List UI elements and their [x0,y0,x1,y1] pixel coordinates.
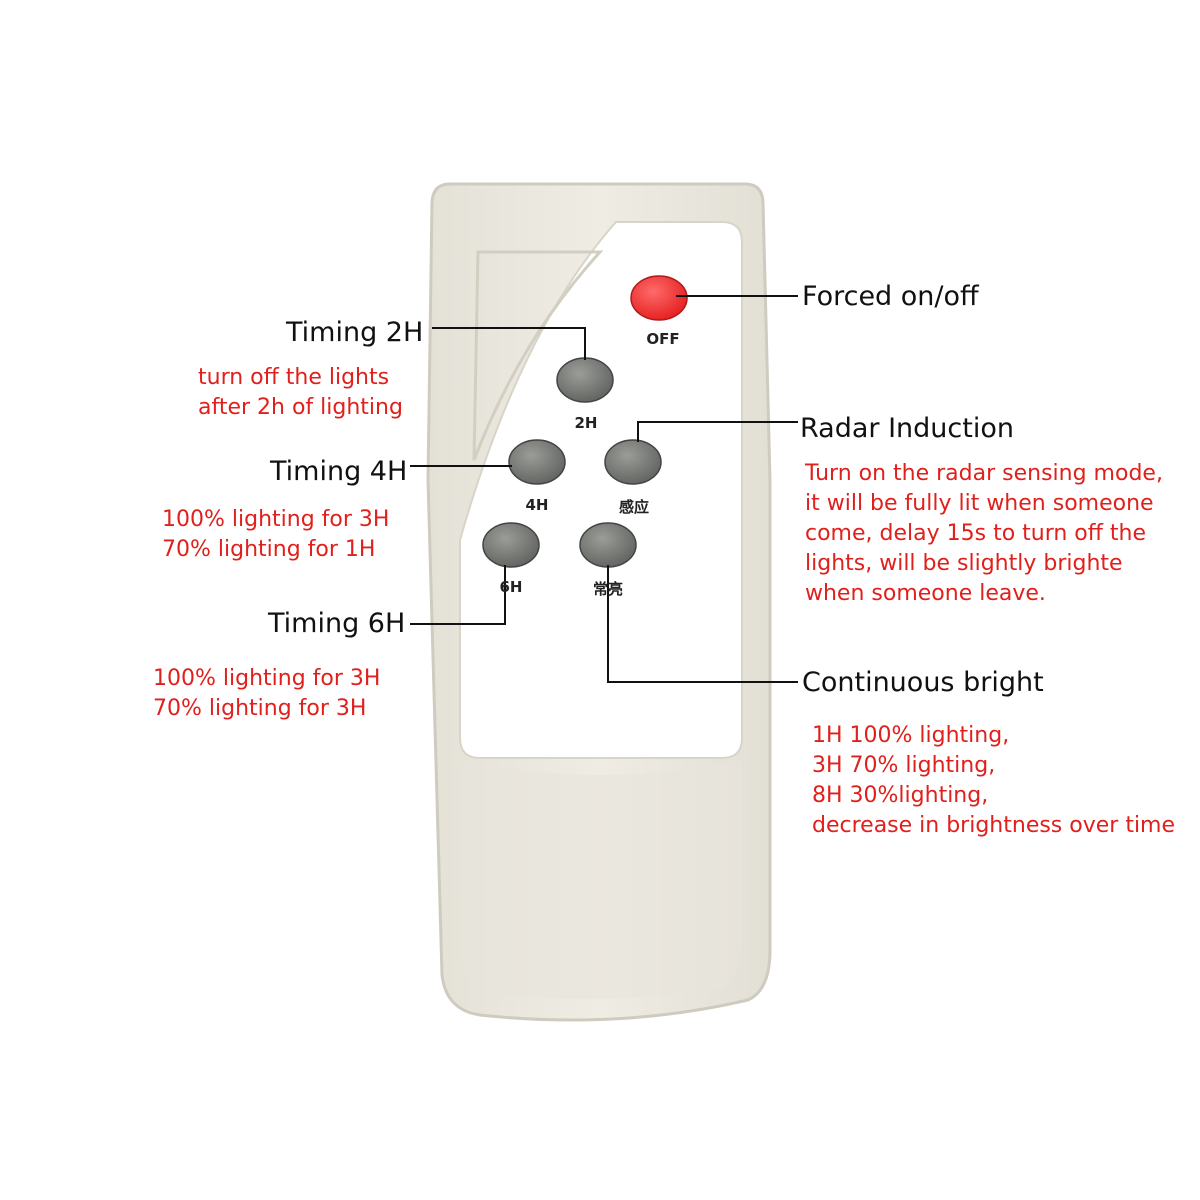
timing-4h-notes: 100% lighting for 3H 70% lighting for 1H [162,505,389,565]
timing-6h-notes: 100% lighting for 3H 70% lighting for 3H [153,664,380,724]
button-2h [556,357,614,403]
button-radar [604,439,662,485]
button-4h-label: 4H [525,496,549,514]
note-line: turn off the lights [198,365,390,390]
button-radar-label: 感应 [618,498,649,516]
note-line: come, delay 15s to turn off the [805,521,1147,546]
note-line: it will be fully lit when someone [805,491,1154,516]
note-line: after 2h of lighting [198,395,403,420]
radar-induction-title: Radar Induction [800,413,1014,444]
forced-on-off-title: Forced on/off [802,281,979,312]
timing-4h-title: Timing 4H [270,456,408,487]
button-bright [579,522,637,568]
note-line: Turn on the radar sensing mode, [805,461,1163,486]
note-line: lights, will be slightly brighte [805,551,1123,576]
continuous-bright-title: Continuous bright [802,667,1044,698]
button-6h [482,522,540,568]
button-6h-label: 6H [499,578,523,596]
note-line: 70% lighting for 3H [153,696,367,721]
leader-lines [410,295,798,683]
note-line: 1H 100% lighting, [812,723,1010,748]
radar-induction-notes: Turn on the radar sensing mode, it will … [805,459,1163,609]
note-line: 100% lighting for 3H [162,507,390,532]
note-line: 70% lighting for 1H [162,537,376,562]
note-line: 100% lighting for 3H [153,666,381,691]
button-2h-label: 2H [574,414,598,432]
button-4h [508,439,566,485]
timing-6h-title: Timing 6H [268,608,406,639]
continuous-bright-notes: 1H 100% lighting, 3H 70% lighting, 8H 30… [812,721,1175,841]
timing-2h-title: Timing 2H [286,317,424,348]
button-panel [459,221,743,759]
note-line: when someone leave. [805,581,1046,606]
off-button [630,275,688,321]
note-line: 3H 70% lighting, [812,753,996,778]
timing-2h-notes: turn off the lights after 2h of lighting [198,363,403,423]
off-button-label: OFF [646,330,680,348]
note-line: decrease in brightness over time [812,813,1176,838]
note-line: 8H 30%lighting, [812,783,989,808]
button-bright-label: 常亮 [592,580,623,598]
